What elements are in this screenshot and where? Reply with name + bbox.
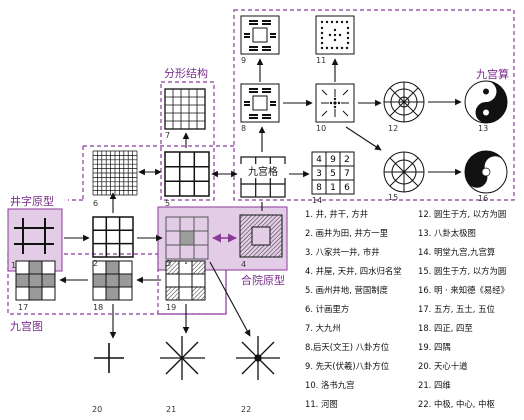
luoshu-number: 1 bbox=[330, 183, 336, 193]
grid-2 bbox=[92, 216, 134, 258]
label-jiugong-diagram: 九宫图 bbox=[10, 320, 43, 333]
legend-item: 13. 八卦太极图 bbox=[418, 228, 476, 238]
luoshu-10 bbox=[315, 83, 355, 123]
num-12: 12 bbox=[388, 124, 398, 133]
luoshu-grid bbox=[311, 151, 355, 195]
jing-glyph-1 bbox=[14, 218, 54, 254]
num-16: 16 bbox=[478, 194, 488, 203]
legend-item: 21. 四维 bbox=[418, 380, 451, 390]
legend-item: 16. 明 · 来知德《易经》 bbox=[418, 285, 509, 295]
num-20: 20 bbox=[92, 405, 102, 414]
legend-item: 14. 明堂九宫,九宫算 bbox=[418, 247, 496, 257]
cross-20 bbox=[94, 343, 124, 373]
num-6: 6 bbox=[93, 199, 98, 208]
legend-item: 18. 四正, 四至 bbox=[418, 323, 473, 333]
luoshu-number: 4 bbox=[316, 155, 322, 165]
luoshu-number: 5 bbox=[330, 169, 336, 179]
circle-diagram-15 bbox=[383, 151, 425, 193]
grid-17 bbox=[15, 260, 56, 301]
legend-item: 20. 天心十道 bbox=[418, 361, 468, 371]
bagua-9 bbox=[240, 15, 280, 55]
grid-3 bbox=[165, 216, 209, 260]
num-3: 3 bbox=[166, 259, 171, 268]
legend-item: 19. 四隅 bbox=[418, 342, 451, 352]
num-4: 4 bbox=[241, 260, 246, 269]
legend-item: 8.后天(文王) 八卦方位 bbox=[305, 342, 390, 352]
num-5: 5 bbox=[165, 199, 170, 208]
label-courtyard-prototype: 合院原型 bbox=[241, 274, 285, 287]
num-10: 10 bbox=[316, 124, 326, 133]
luoshu-number: 8 bbox=[316, 183, 322, 193]
taiji-13 bbox=[464, 80, 508, 124]
figure-numbers: 1 2 3 4 5 6 7 8 9 10 11 12 13 14 15 16 1… bbox=[11, 56, 488, 414]
circle-diagram-12 bbox=[383, 81, 425, 123]
num-18: 18 bbox=[93, 303, 103, 312]
label-jiugong-suan: 九宫算 bbox=[476, 68, 509, 81]
frame-jiugong-suan bbox=[233, 9, 515, 201]
legend-item: 4. 井屋, 天井, 四水归名堂 bbox=[305, 266, 402, 276]
num-15: 15 bbox=[388, 193, 398, 202]
legend-item: 11. 河图 bbox=[305, 399, 338, 409]
bagua-8 bbox=[240, 83, 280, 123]
label-fractal-structure: 分形结构 bbox=[164, 67, 208, 80]
grid-5 bbox=[164, 151, 210, 197]
legend-item: 10. 洛书九宫 bbox=[305, 380, 355, 390]
legend-item: 12. 圆生于方, 以方为圆 bbox=[418, 209, 507, 219]
num-13: 13 bbox=[478, 124, 488, 133]
cross-22 bbox=[236, 336, 280, 380]
num-2: 2 bbox=[93, 259, 98, 268]
num-9: 9 bbox=[241, 56, 246, 65]
grid-19 bbox=[165, 260, 206, 301]
legend-item: 17. 五方, 五土, 五位 bbox=[418, 304, 495, 314]
legend-item: 7. 大九州 bbox=[305, 323, 341, 333]
frame-left-fractal bbox=[68, 145, 234, 201]
section-frames bbox=[7, 9, 515, 315]
luoshu-number: 2 bbox=[344, 155, 350, 165]
frame-bottom-3 bbox=[157, 253, 227, 315]
jiugongge-label: 九宫格 bbox=[248, 165, 278, 178]
legend-item: 5. 画州井地, 营国制度 bbox=[305, 285, 388, 295]
hetu-11 bbox=[315, 15, 355, 55]
legend-item: 6. 计画里方 bbox=[305, 304, 350, 314]
legend-item: 2. 画井为田, 井方一里 bbox=[305, 228, 388, 238]
legend-item: 9. 先天(伏羲)八卦方位 bbox=[305, 361, 390, 371]
num-1: 1 bbox=[11, 261, 16, 270]
grid-4 bbox=[239, 214, 283, 258]
num-22: 22 bbox=[241, 405, 251, 414]
frame-fenxing bbox=[160, 81, 215, 201]
luoshu-number: 9 bbox=[330, 155, 336, 165]
num-7: 7 bbox=[165, 131, 170, 140]
num-19: 19 bbox=[166, 303, 176, 312]
luoshu-number: 7 bbox=[344, 169, 350, 179]
legend-item: 1. 井, 井干, 方井 bbox=[305, 209, 369, 219]
luoshu-number: 3 bbox=[316, 169, 322, 179]
num-11: 11 bbox=[316, 56, 326, 65]
legend-item: 22. 中极, 中心, 中枢 bbox=[418, 399, 495, 409]
legend-item: 3. 八家共一井, 市井 bbox=[305, 247, 380, 257]
num-14: 14 bbox=[312, 196, 322, 205]
num-17: 17 bbox=[18, 303, 28, 312]
luoshu-number: 6 bbox=[344, 183, 350, 193]
jiugongge-label-bg bbox=[239, 164, 287, 178]
taiji-16 bbox=[464, 150, 508, 194]
num-8: 8 bbox=[241, 124, 246, 133]
cross-21 bbox=[160, 336, 205, 380]
flow-arrows bbox=[59, 58, 462, 339]
num-21: 21 bbox=[166, 405, 176, 414]
grid-7 bbox=[164, 88, 206, 130]
grid-18 bbox=[92, 260, 133, 301]
grid-6 bbox=[92, 150, 138, 196]
label-jingzi-prototype: 井字原型 bbox=[10, 195, 54, 208]
legend-item: 15. 圆生于方, 以方为圆 bbox=[418, 266, 507, 276]
